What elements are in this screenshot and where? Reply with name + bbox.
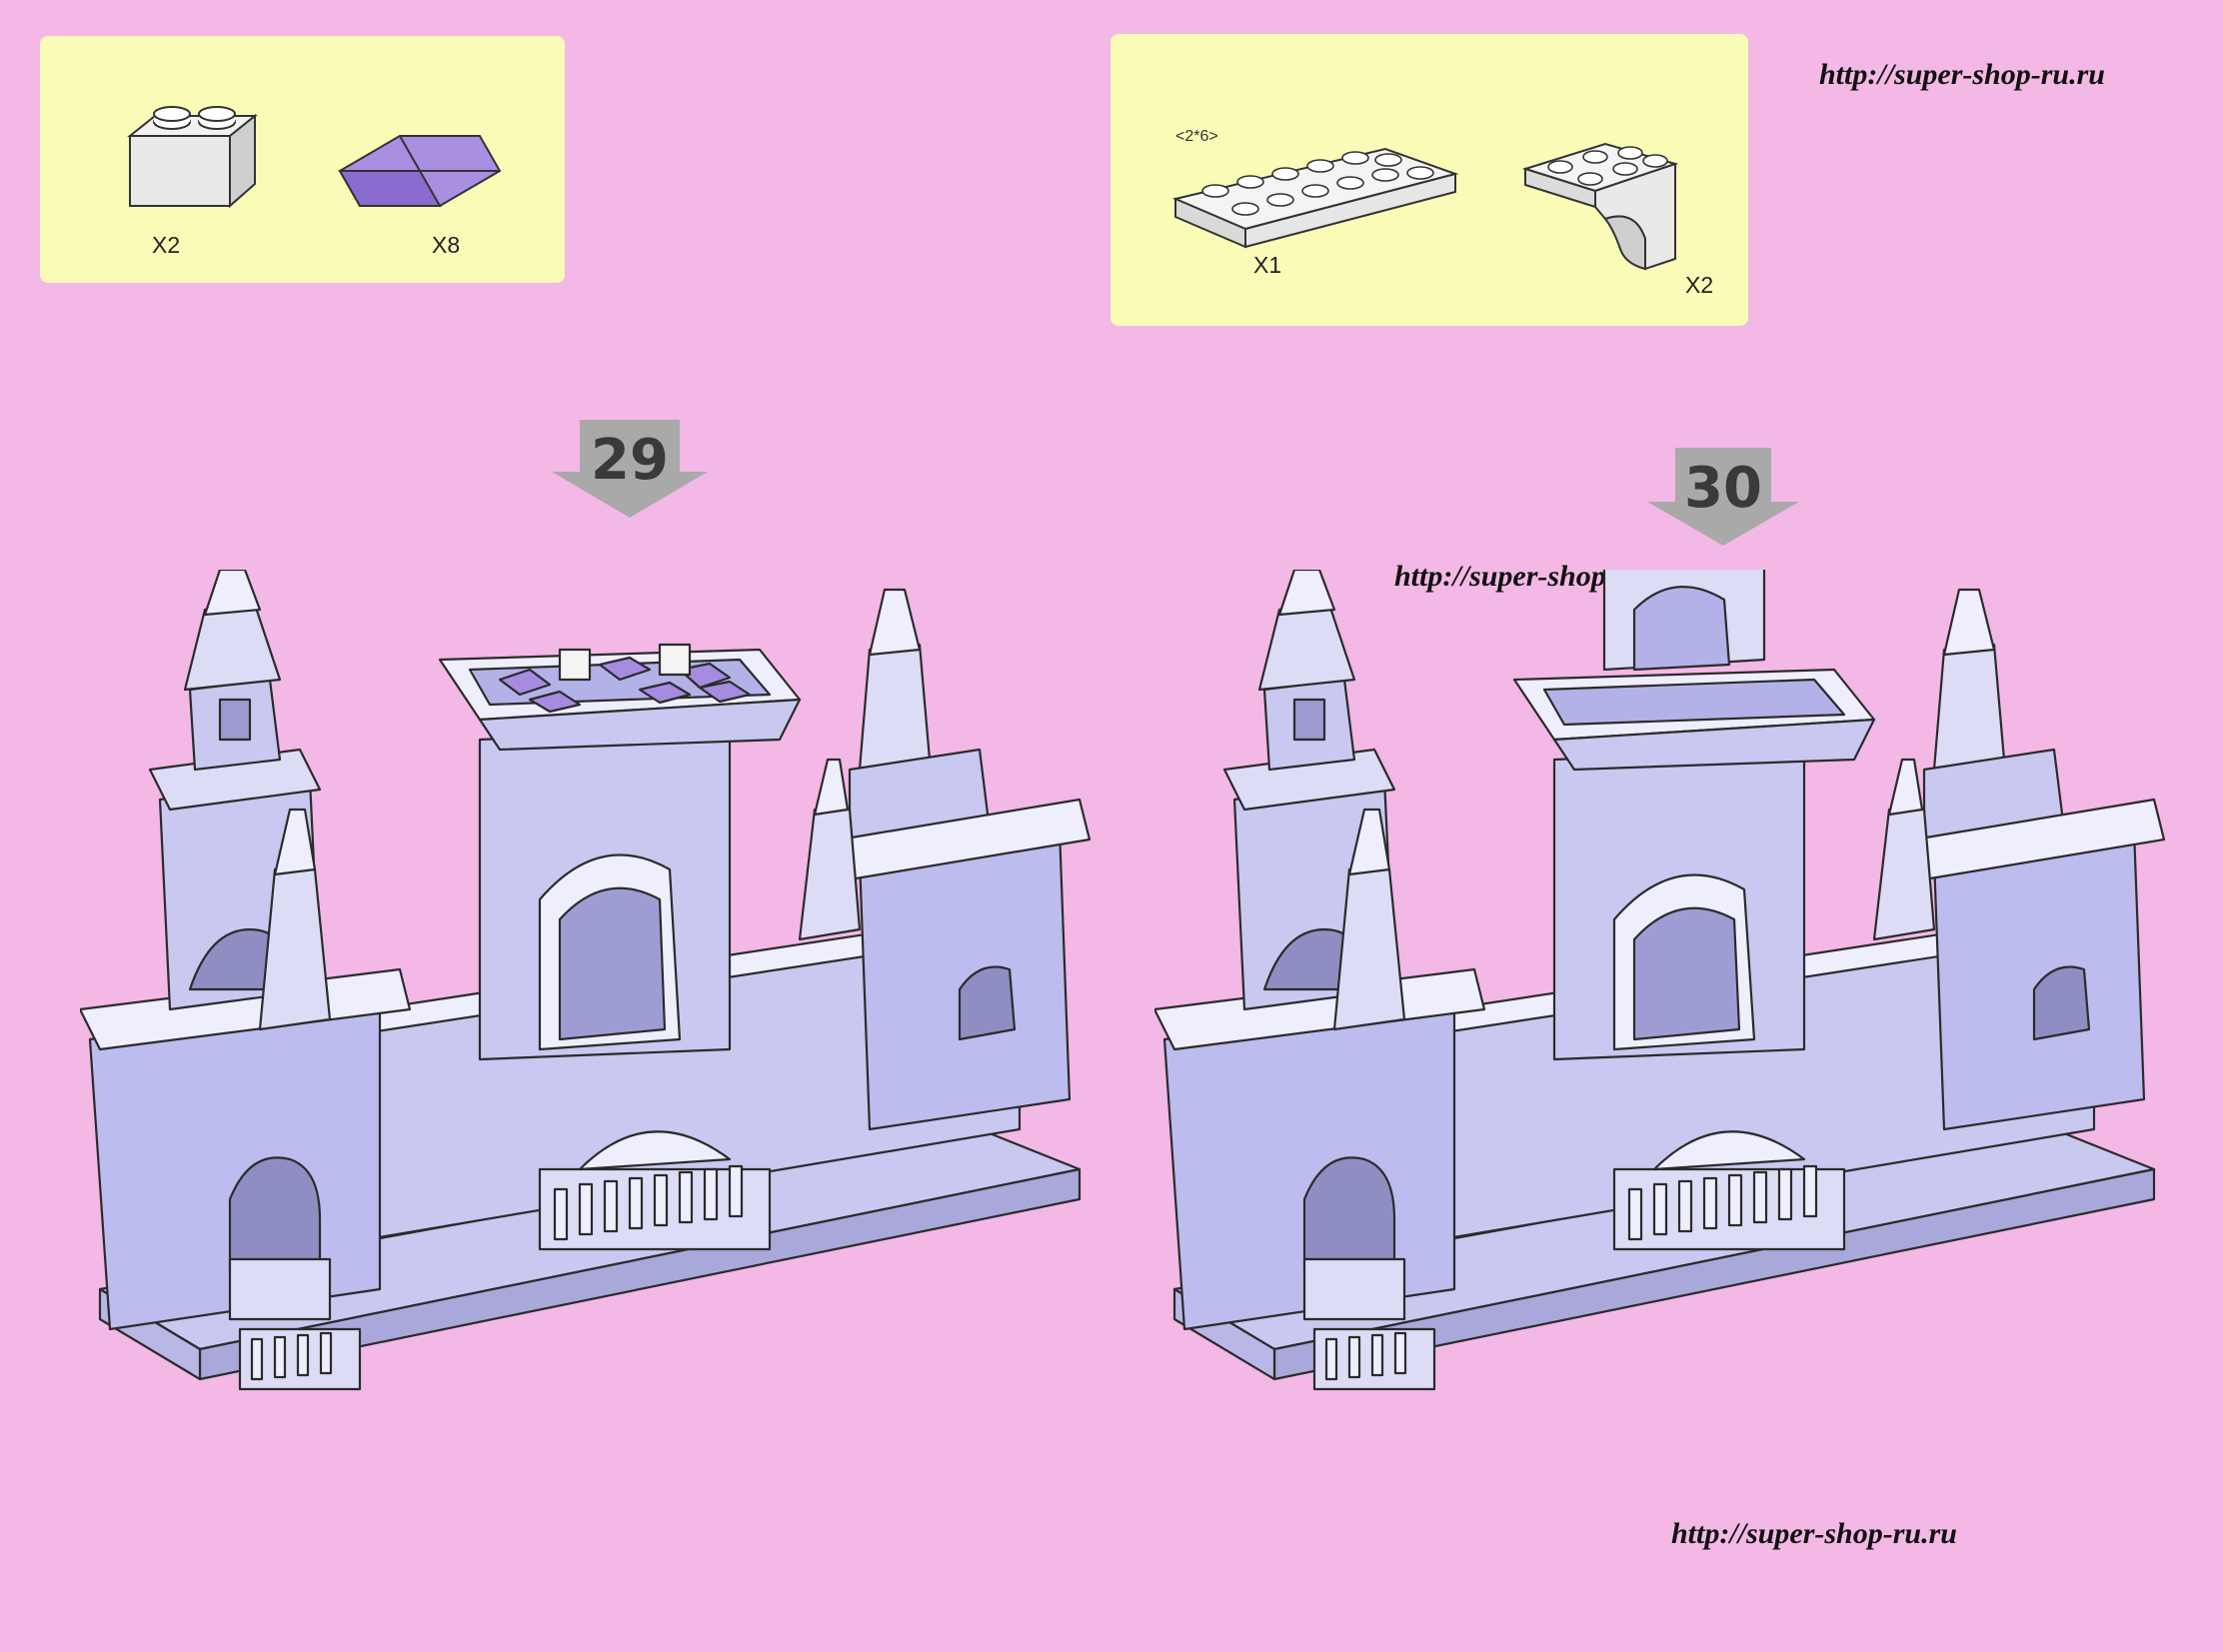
website-url-top: http://super-shop-ru.ru [1819, 58, 2105, 91]
plate-dimension-label: <2*6> [1175, 128, 1218, 145]
down-arrow-icon [552, 420, 708, 518]
step-30-marker: 30 [1645, 448, 1801, 548]
castle-model-step-30 [1154, 570, 2166, 1391]
step-number: 30 [1684, 456, 1762, 521]
website-url-bottom: http://super-shop-ru.ru [1671, 1517, 1957, 1550]
parts-callout-step-29: X2 X8 [40, 36, 565, 283]
arch-quantity: X2 [1685, 272, 1714, 298]
parts-callout-step-30: <2*6> X1 X2 [1111, 34, 1748, 326]
lavender-slope-tile-icon [338, 135, 502, 207]
castle-model-step-29 [80, 570, 1092, 1391]
step-29-marker: 29 [550, 420, 710, 520]
step-number: 29 [591, 428, 669, 493]
white-brick-1x2-icon [127, 106, 258, 209]
white-plate-2x6-icon [1171, 147, 1459, 249]
slope-tile-quantity: X8 [432, 232, 461, 258]
brick-quantity: X2 [152, 232, 181, 258]
plate-quantity: X1 [1253, 252, 1282, 278]
white-arch-brick-icon [1521, 142, 1679, 271]
down-arrow-icon [1647, 448, 1799, 546]
